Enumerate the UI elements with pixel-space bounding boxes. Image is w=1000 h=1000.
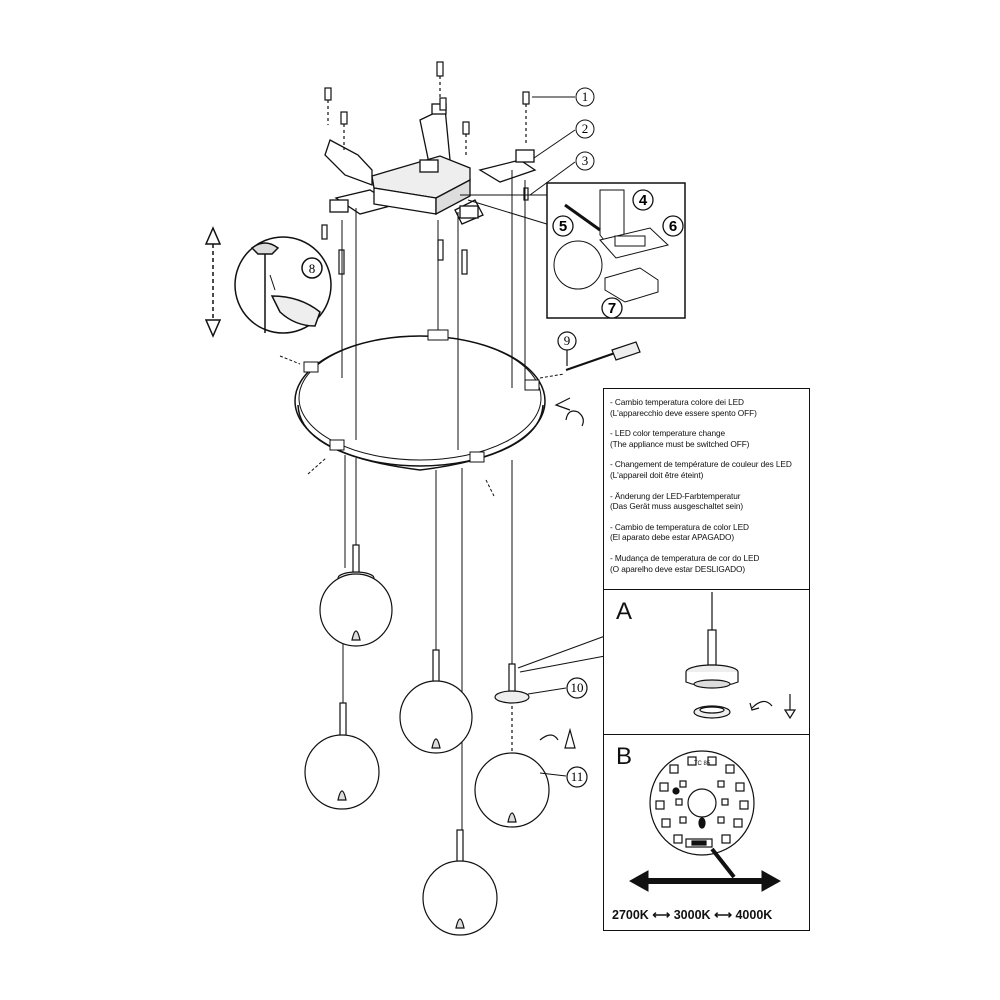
- temp-2700k: 2700K: [612, 908, 649, 922]
- screw: [523, 187, 529, 201]
- globe: [304, 702, 380, 810]
- screw: [439, 97, 447, 111]
- note-sub: (L'apparecchio deve essere spento OFF): [610, 407, 757, 418]
- double-arrow: [628, 870, 782, 892]
- led-color-info-box: - Cambio temperatura colore dei LED (L'a…: [603, 388, 810, 931]
- temp-3000k: 3000K: [673, 908, 711, 922]
- callout-3: 3: [582, 153, 589, 168]
- ring-frame: [294, 329, 546, 471]
- note-sub: (El aparato debe estar APAGADO): [610, 532, 735, 543]
- led-board-detail: TC 85: [628, 750, 782, 892]
- callout-10: 10: [571, 680, 584, 695]
- board-label: TC 85: [694, 761, 711, 767]
- panel-a: A: [604, 589, 809, 735]
- cables-upper: [341, 170, 526, 450]
- note-portuguese: - Mudança de temperatura de cor do LED (…: [610, 553, 803, 574]
- lamp-cap-detail: [685, 592, 797, 720]
- note-title: - Cambio temperatura colore dei LED: [610, 397, 744, 407]
- screw: [461, 249, 468, 275]
- note-sub: (O aparelho deve estar DESLIGADO): [610, 563, 746, 574]
- note-title: - Änderung der LED-Farbtemperatur: [610, 490, 741, 501]
- screw: [340, 111, 348, 150]
- note-english: - LED color temperature change (The appl…: [610, 428, 803, 449]
- exploded-globe: [474, 635, 606, 828]
- screw: [462, 121, 470, 158]
- note-italian: - Cambio temperatura colore dei LED (L'a…: [610, 397, 803, 418]
- note-title: - LED color temperature change: [610, 428, 726, 439]
- callout-7: 7: [608, 300, 616, 317]
- callout-6: 6: [669, 218, 677, 235]
- screw: [437, 239, 444, 261]
- globe: [319, 544, 393, 647]
- note-spanish: - Cambio de temperatura de color LED (El…: [610, 522, 803, 543]
- callout-9: 9: [564, 333, 571, 348]
- callout-11: 11: [571, 769, 584, 784]
- note-sub: (Das Gerät muss ausgeschaltet sein): [610, 501, 743, 512]
- note-title: - Mudança de temperatura de cor do LED: [610, 552, 760, 563]
- screwdriver: [554, 331, 641, 427]
- note-sub: (The appliance must be switched OFF): [610, 438, 750, 449]
- globe: [422, 829, 498, 936]
- note-french: - Changement de température de couleur d…: [610, 459, 803, 480]
- callout-8: 8: [309, 261, 316, 276]
- globe: [399, 649, 473, 754]
- wiring-detail-box: 4 5 6 7: [546, 182, 686, 319]
- note-german: - Änderung der LED-Farbtemperatur (Das G…: [610, 491, 803, 512]
- notes-list: - Cambio temperatura colore dei LED (L'a…: [604, 389, 809, 589]
- callouts-top: 1 2 3: [575, 87, 595, 171]
- note-sub: (L'appareil doit être éteint): [610, 469, 704, 480]
- cables-lower: [342, 455, 513, 860]
- note-title: - Changement de température de couleur d…: [610, 459, 792, 470]
- panel-b: B TC: [604, 734, 809, 931]
- callout-4: 4: [639, 192, 648, 209]
- arrow-icon: ⟷: [714, 908, 732, 922]
- panel-a-letter: A: [616, 598, 633, 625]
- color-temp-scale: 2700K ⟷ 3000K ⟷ 4000K: [612, 907, 772, 922]
- panel-b-letter: B: [616, 743, 633, 770]
- callout-2: 2: [582, 121, 589, 136]
- note-title: - Cambio de temperatura de color LED: [610, 521, 749, 532]
- ring-screws: [279, 355, 565, 497]
- screw: [321, 224, 328, 240]
- callout-leaders: [460, 96, 576, 226]
- screw: [436, 61, 444, 100]
- screw: [522, 91, 530, 145]
- temp-4000k: 4000K: [735, 908, 773, 922]
- arrow-icon: ⟷: [652, 908, 671, 922]
- ceiling-bracket: [324, 103, 537, 225]
- led-chips: [655, 756, 749, 844]
- callout-1: 1: [582, 89, 589, 104]
- callout-5: 5: [559, 218, 567, 235]
- height-adjust: [204, 226, 332, 338]
- screw: [324, 87, 332, 125]
